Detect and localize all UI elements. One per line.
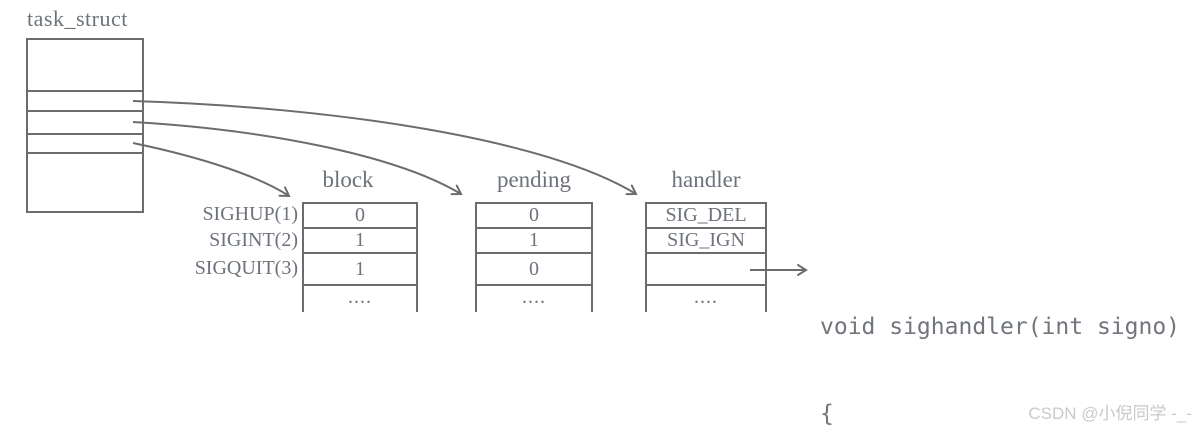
table-cell: 1 <box>304 254 416 286</box>
pending-table-header: pending <box>496 167 572 192</box>
arrow-to-block <box>132 142 291 198</box>
csdn-watermark: CSDN @小倪同学 -_- <box>1028 404 1192 423</box>
code-line: void sighandler(int signo) <box>820 314 1181 340</box>
table-cell <box>647 254 765 286</box>
table-cell: 1 <box>304 229 416 254</box>
struct-divider-2 <box>28 110 142 112</box>
table-cell: 0 <box>477 204 591 229</box>
table-cell: .... <box>522 286 546 308</box>
struct-divider-3 <box>28 133 142 135</box>
struct-divider-1 <box>28 90 142 92</box>
table-cell: SIG_DEL <box>647 204 765 229</box>
table-cell: 0 <box>304 204 416 229</box>
table-cell: .... <box>348 286 372 308</box>
handler-table: SIG_DEL SIG_IGN .... <box>645 202 767 312</box>
struct-divider-4 <box>28 152 142 154</box>
table-cell: 0 <box>477 254 591 286</box>
sighandler-code-block: void sighandler(int signo) { .... } <box>820 255 1180 428</box>
signal-label-sigint: SIGINT(2) <box>209 229 298 251</box>
signal-label-sighup: SIGHUP(1) <box>202 203 298 225</box>
task-struct-label: task_struct <box>27 6 128 31</box>
task-struct-box <box>26 38 144 213</box>
block-table-header: block <box>322 167 374 192</box>
table-cell: 1 <box>477 229 591 254</box>
signal-label-sigquit: SIGQUIT(3) <box>194 257 298 279</box>
table-cell: SIG_IGN <box>647 229 765 254</box>
pending-table: 0 1 0 .... <box>475 202 593 312</box>
block-table: 0 1 1 .... <box>302 202 418 312</box>
handler-table-header: handler <box>671 167 741 192</box>
table-cell: .... <box>694 286 718 308</box>
code-line: { <box>820 401 834 427</box>
